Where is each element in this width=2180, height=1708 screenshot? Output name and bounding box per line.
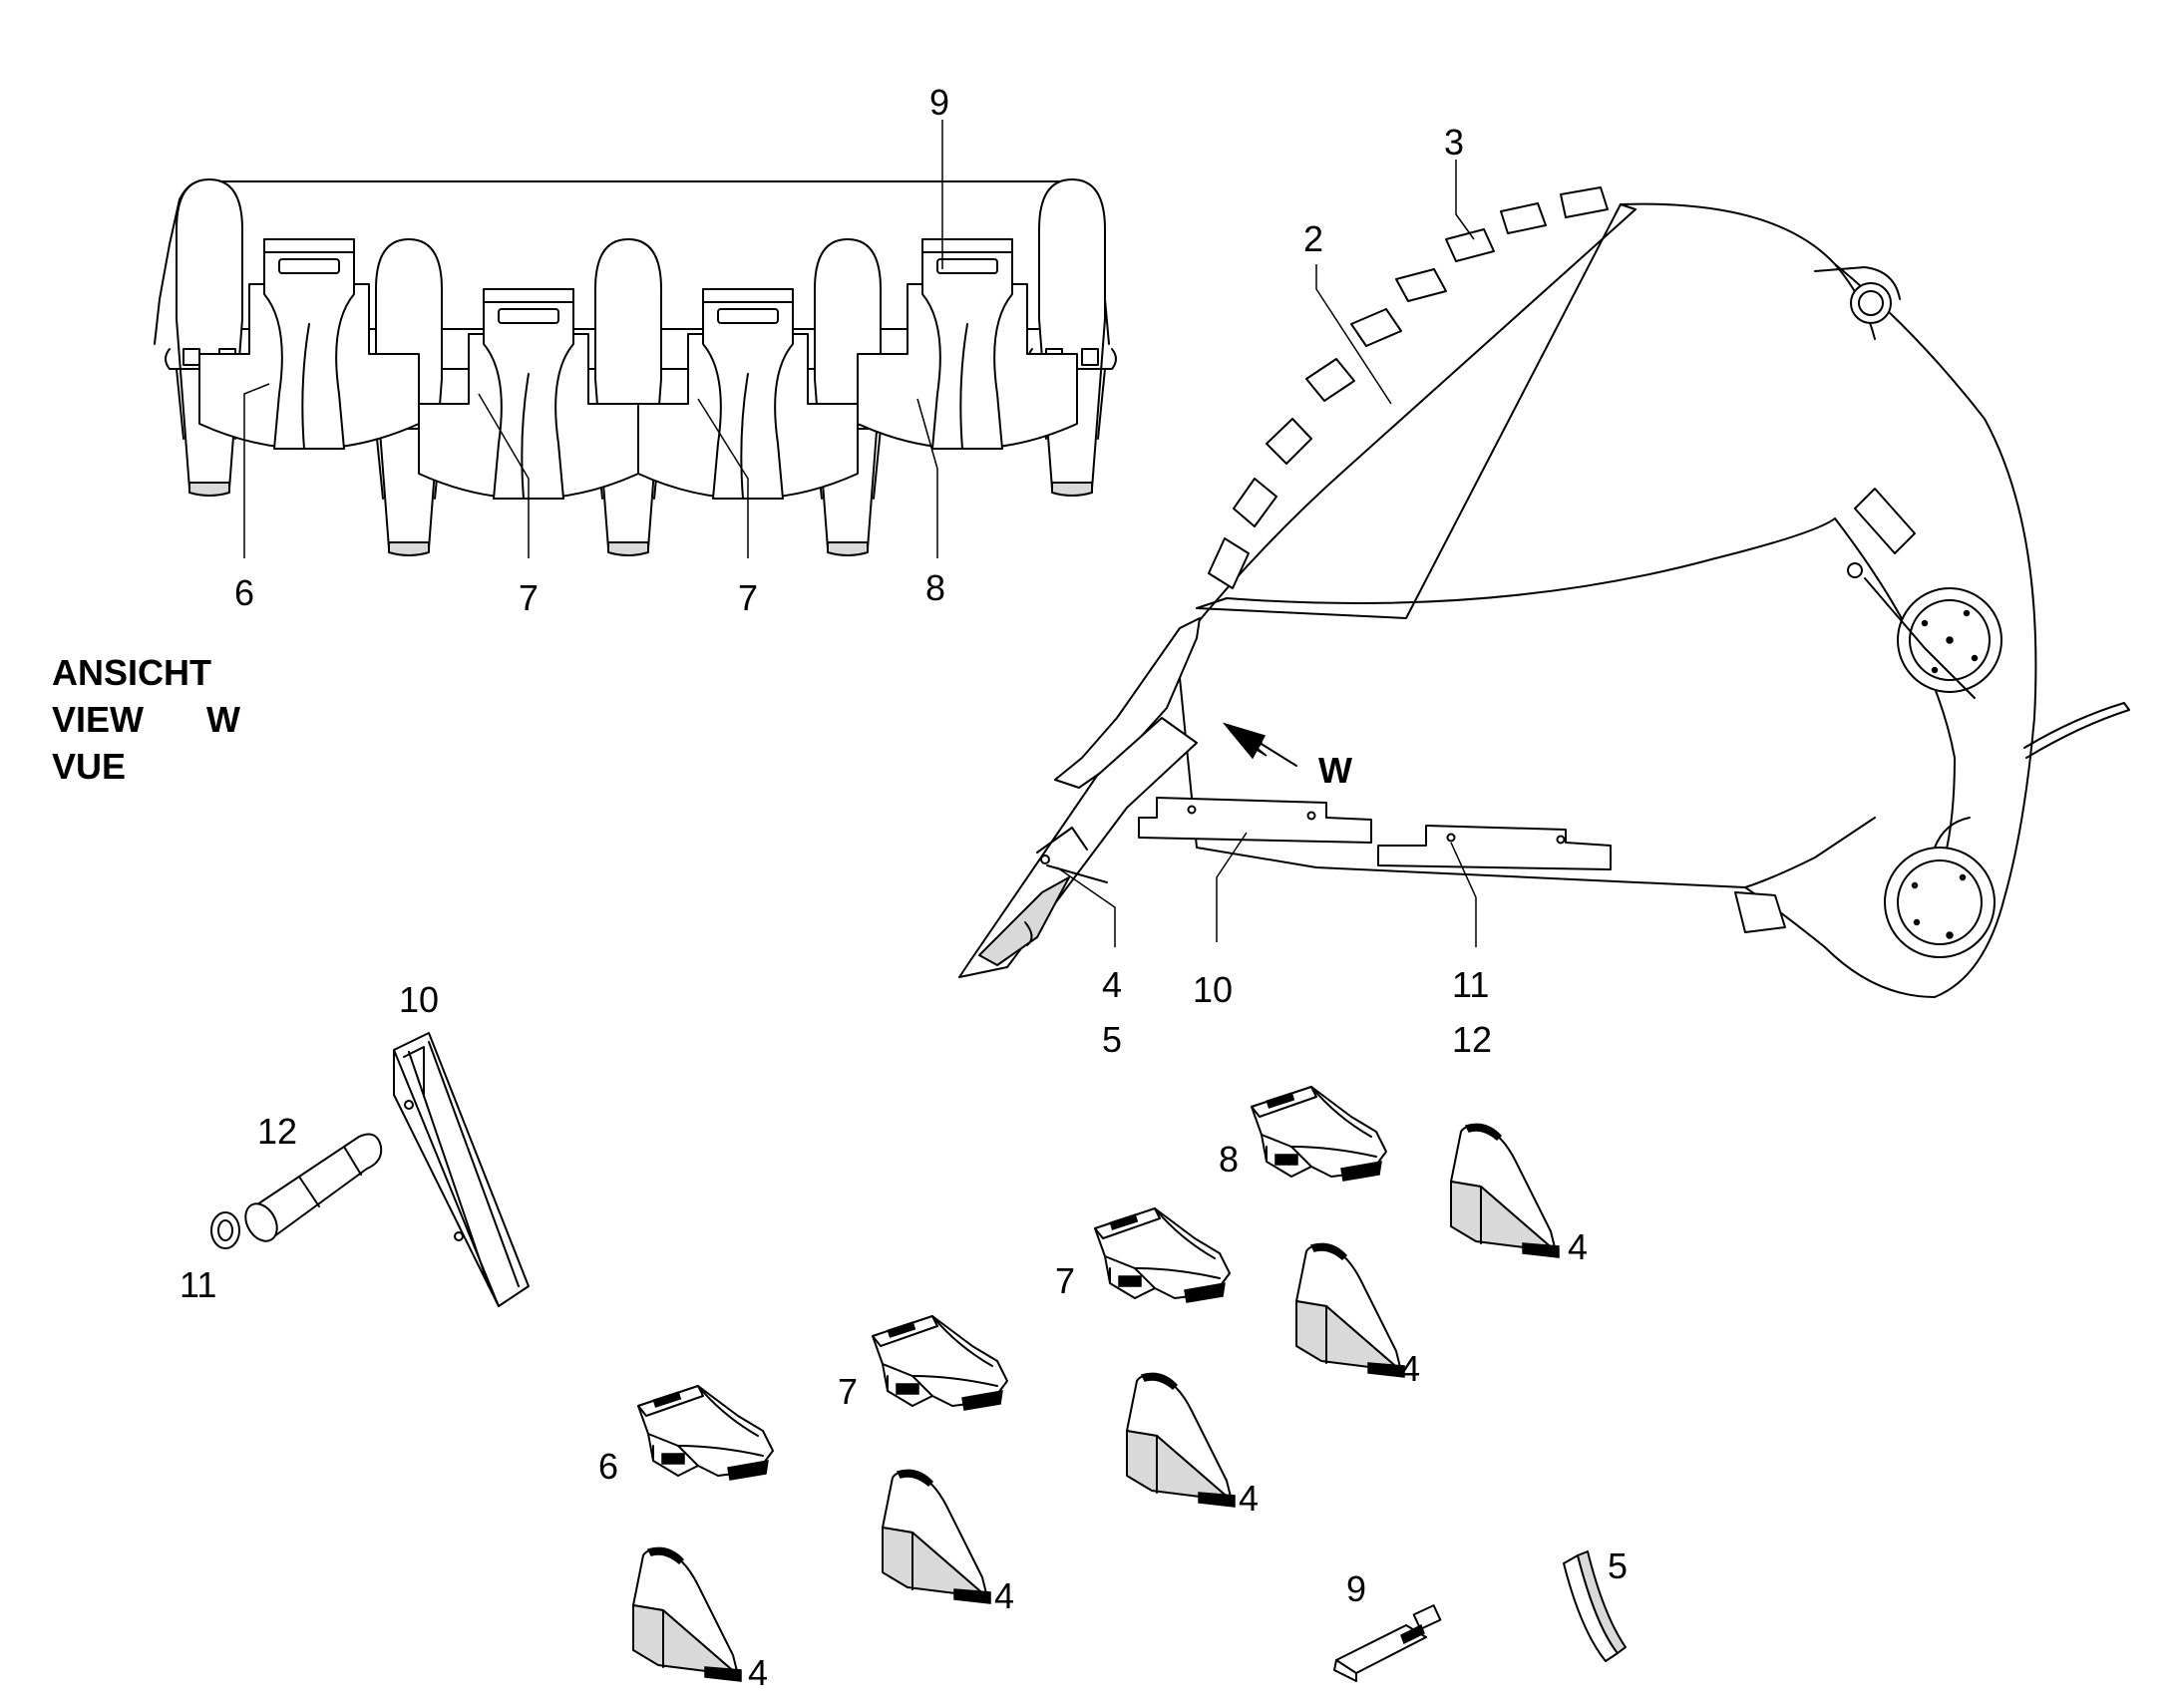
loose-tooth-4e [632, 1546, 742, 1682]
callout-view-7b: 7 [738, 577, 758, 618]
callout-bucket-2: 2 [1303, 218, 1323, 259]
loose-tooth-4c [1126, 1372, 1236, 1508]
callout-adapter-7b: 7 [838, 1371, 858, 1412]
callout-tooth-4e: 4 [748, 1652, 768, 1693]
callout-bucket-5: 5 [1102, 1019, 1122, 1060]
callout-tooth-4b: 4 [1400, 1348, 1420, 1389]
loose-tooth-4d [882, 1469, 991, 1604]
loose-adapter-7b [872, 1315, 1008, 1411]
callout-view-9: 9 [929, 82, 949, 123]
callout-bucket-3: 3 [1444, 122, 1464, 163]
callout-tooth-4d: 4 [994, 1575, 1014, 1616]
callout-adapter-7a: 7 [1055, 1260, 1075, 1301]
view-w-front: 9 6 7 7 8 [154, 82, 1117, 618]
loose-adapter-7a [1094, 1207, 1231, 1303]
loose-tooth-4a [1450, 1123, 1560, 1258]
callout-tooth-4a: 4 [1568, 1226, 1588, 1267]
callout-pad-5: 5 [1608, 1545, 1628, 1586]
callout-adapter-6: 6 [598, 1446, 618, 1487]
view-label: ANSICHT VIEW VUE W [52, 652, 240, 787]
pin-with-retainer: 12 11 [180, 1111, 383, 1305]
wear-plate: 10 [393, 979, 530, 1307]
arrow-label-w: W [1318, 750, 1352, 791]
view-label-ansicht: ANSICHT [52, 652, 211, 693]
callout-bucket-10: 10 [1193, 969, 1233, 1010]
loose-adapter-8 [1251, 1086, 1387, 1182]
callout-pin-11: 11 [180, 1264, 216, 1305]
callout-bucket-12: 12 [1452, 1019, 1492, 1060]
callout-bucket-4: 4 [1102, 964, 1122, 1005]
loose-lock: 9 [1333, 1568, 1442, 1682]
callout-view-7a: 7 [519, 577, 539, 618]
callout-view-8: 8 [925, 567, 945, 608]
lip-adapters [1208, 186, 1609, 589]
bucket-side-view: W 2 3 4 5 10 11 12 [958, 122, 2130, 1060]
callout-view-6: 6 [234, 572, 254, 613]
loose-tooth-4b [1295, 1242, 1405, 1378]
callout-adapter-8: 8 [1219, 1139, 1239, 1180]
callout-bucket-11: 11 [1452, 964, 1489, 1005]
view-label-view: VIEW [52, 699, 144, 740]
loose-adapter-6 [637, 1385, 774, 1481]
loose-pad: 5 [1563, 1545, 1628, 1662]
view-label-vue: VUE [52, 746, 126, 787]
view-label-letter: W [206, 699, 240, 740]
callout-pin-12: 12 [257, 1111, 297, 1152]
callout-plate-10: 10 [399, 979, 439, 1020]
callout-lock-9: 9 [1346, 1568, 1366, 1609]
callout-tooth-4c: 4 [1239, 1478, 1259, 1519]
